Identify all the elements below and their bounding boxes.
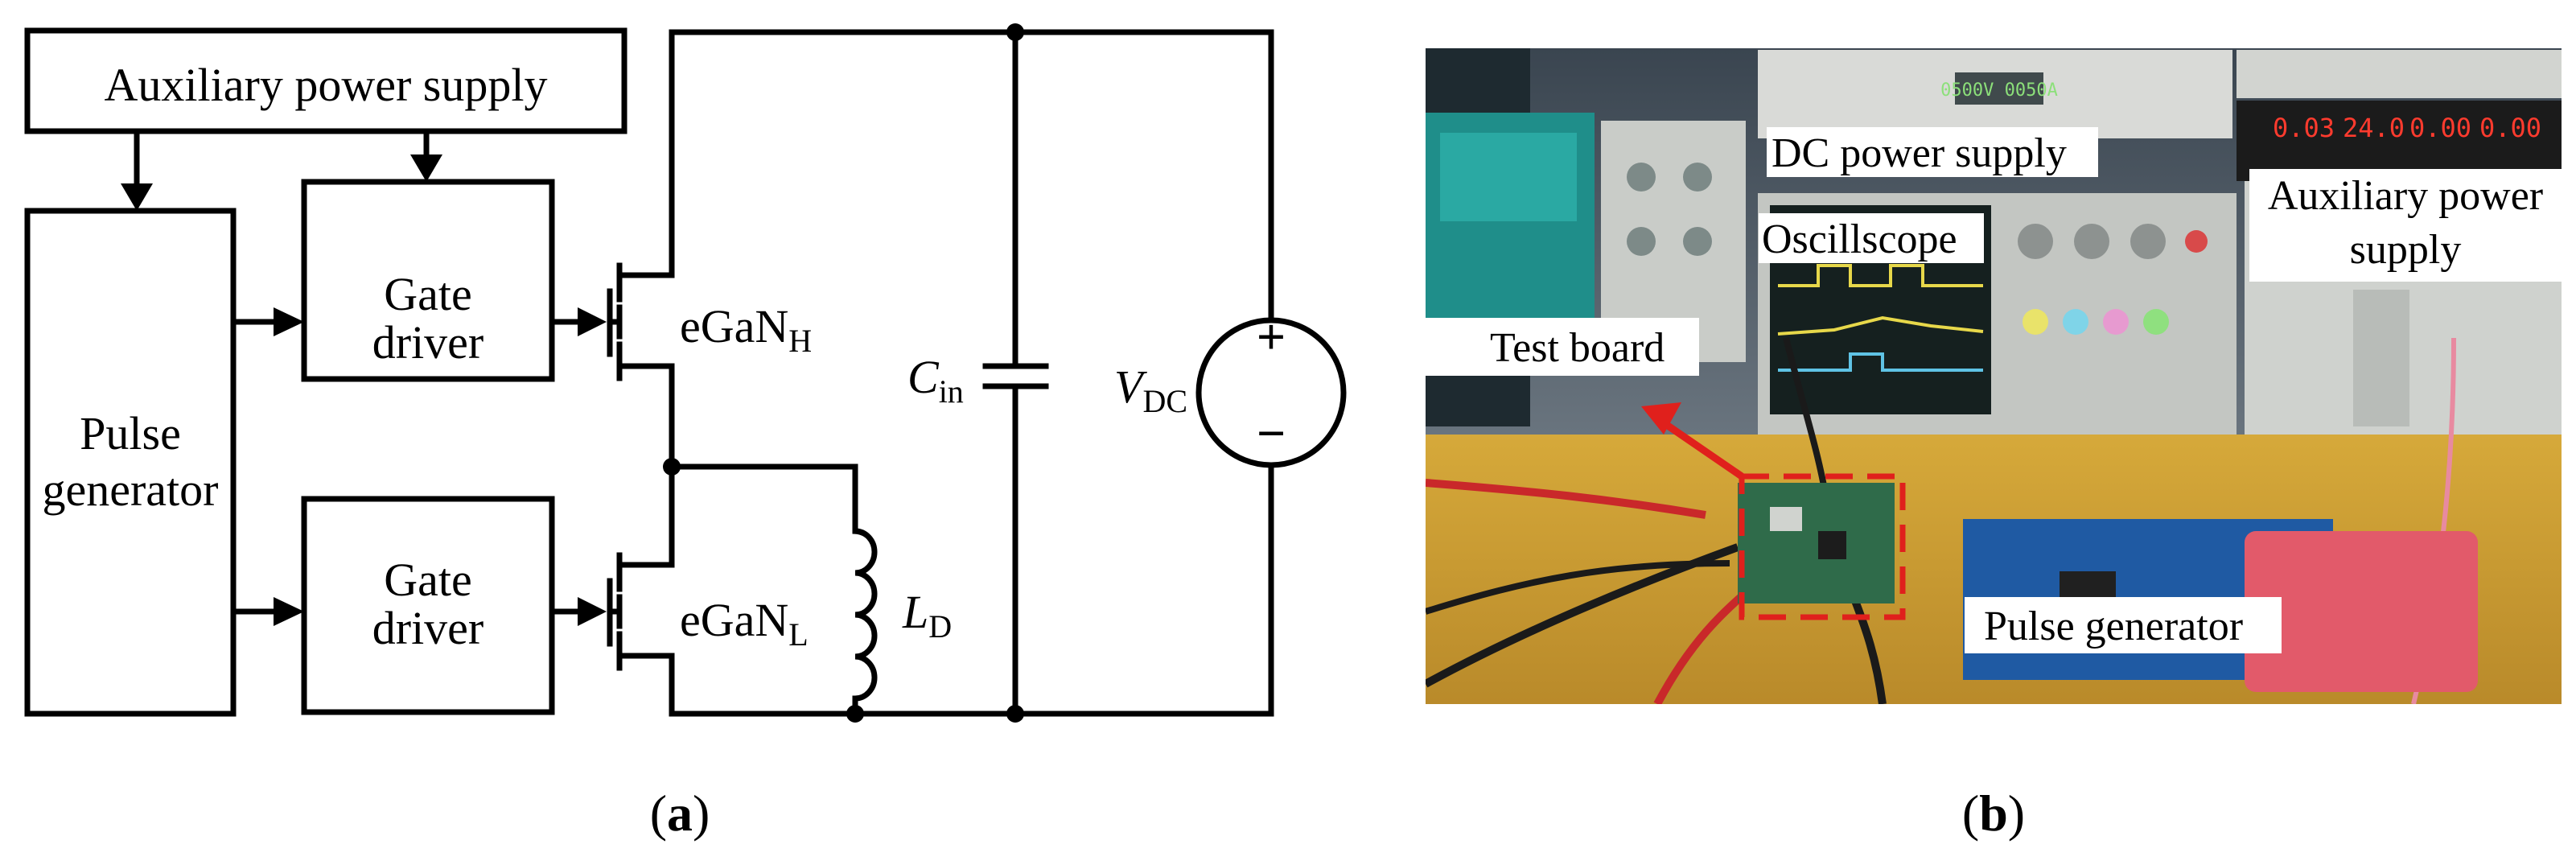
aux-power-supply-box [24,27,628,134]
inductor-bottom-junction-dot [846,705,864,723]
aux-to-driver-arrowhead [410,154,442,182]
gate-driver-top-label-2: driver [372,316,484,369]
aux-supply-label-bg [2249,169,2562,282]
inductor-label: LD [902,586,952,645]
panel-a-schematic: Auxiliary power supply Pulse generator G… [24,23,1347,842]
source-plus-sign: + [1257,308,1286,365]
caption-b: (b) [1962,785,2025,842]
pulse-generator-label-bg [1965,597,2282,653]
egan-l-label: eGaNL [680,594,809,653]
bottom-rail-wire [669,463,1274,717]
svg-text:0500V 0050A: 0500V 0050A [1940,80,2058,101]
source-minus-sign: − [1257,405,1286,462]
caption-a: (a) [650,785,710,842]
bench-photo: 0500V 0050A 0.03 24.0 0.00 0.00 [1426,48,2562,704]
gate-driver-top-box [301,179,555,382]
test-board-pcb [1738,483,1895,603]
aux-to-pulse-arrowhead [121,183,153,211]
pulse-to-driver-top-arrowhead [274,307,304,336]
gate-driver-bottom-label-2: driver [372,602,484,654]
source-label: VDC [1114,360,1187,419]
pulse-generator-photo-label: Pulse generator [1984,603,2243,649]
readout-4: 0.00 [2479,113,2541,143]
readout-2: 24.0 [2343,113,2405,143]
gate-driver-top-label-1: Gate [384,268,472,320]
gate-driver-bottom-box [301,496,555,715]
pulse-generator-box [24,208,237,717]
gate-driver-bottom-label-1: Gate [384,554,472,606]
highlight-arrow-line [1655,415,1744,480]
dc-supply-label-bg [1767,127,2098,177]
aux-supply-label-1: Auxiliary power [2268,173,2543,219]
highlight-arrowhead [1641,402,1681,435]
capacitor-label: Cin [907,351,964,410]
top-rail-wire [669,29,1274,323]
oscilloscope-label-bg [1759,213,1984,263]
midpoint-to-inductor-wire [669,463,858,534]
aux-supply-display [2237,101,2562,181]
pulse-to-driver-bottom-arrowhead [274,597,304,626]
input-capacitor [982,29,1049,717]
egan-low-side-switch [607,463,675,717]
inductor-ld [852,528,878,717]
driver-top-to-gate-arrowhead [578,307,607,336]
oscilloscope-knobs [2018,224,2208,335]
panel-b-photo: 0500V 0050A 0.03 24.0 0.00 0.00 [1426,48,2562,842]
egan-high-side-switch [607,29,675,470]
pink-power-bank [2245,531,2478,692]
aux-power-supply-label: Auxiliary power supply [105,59,548,111]
right-top-instrument [2237,50,2562,98]
aux-supply-label-2: supply [2350,227,2462,273]
readout-1: 0.03 [2273,113,2335,143]
midpoint-junction-dot [663,458,681,476]
test-board-highlight [1739,473,1906,620]
test-board-label: Test board [1490,325,1665,371]
egan-h-label: eGaNH [680,300,812,359]
driver-bottom-to-gate-arrowhead [578,597,607,626]
dc-voltage-source [1195,317,1347,468]
readout-3: 0.00 [2409,113,2471,143]
pulse-generator-label-1: Pulse [80,407,181,459]
pulse-generator-label-2: generator [43,463,219,516]
test-board-label-bg [1426,318,1699,376]
oscilloscope-label: Oscillscope [1762,216,1957,262]
dc-supply-label: DC power supply [1772,130,2067,176]
